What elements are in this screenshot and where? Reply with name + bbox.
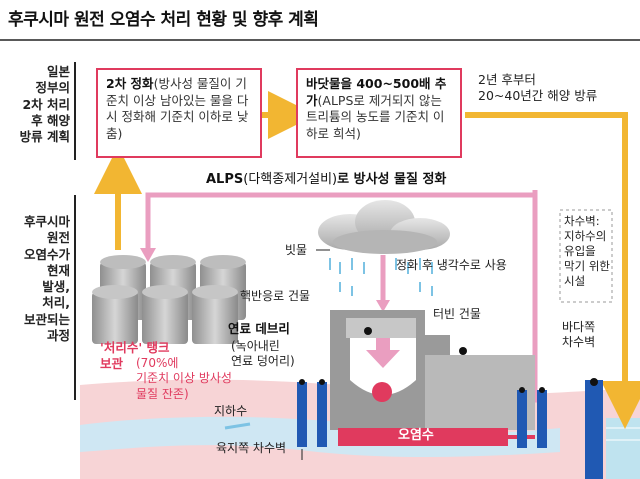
rain-cloud — [318, 200, 450, 254]
cooling-label: 정화 후 냉각수로 사용 — [396, 258, 507, 272]
dilution-text: (ALPS로 제거되지 않는 트리튬의 농도를 기준치 이하로 희석) — [306, 92, 445, 141]
land-wall-3 — [517, 390, 527, 448]
fuel-debris-label: 연료 데브리 — [228, 321, 290, 336]
reactor-roof — [346, 318, 416, 338]
land-wall-4 — [537, 390, 547, 448]
alps-arrowhead-down — [140, 248, 156, 262]
rain-label: 빗물 — [285, 243, 308, 257]
contaminated-water-bar — [338, 428, 508, 446]
land-wall-1 — [297, 382, 307, 447]
turbine-building-label: 터빈 건물 — [433, 307, 481, 321]
land-wall-2 — [317, 382, 327, 447]
land-wall-label: 육지쪽 차수벽 — [216, 441, 287, 455]
rain — [329, 258, 433, 296]
plan-section-label: 일본 정부의 2차 처리 후 해양 방류 계획 — [19, 64, 70, 144]
vessel-inflow-arrow — [366, 338, 400, 368]
sea-wall-note: 차수벽: 지하수의 유입을 막기 위한 시설 — [564, 214, 610, 288]
cooling-arrowhead — [376, 300, 390, 312]
release-note: 2년 후부터 20~40년간 해양 방류 — [478, 72, 598, 103]
alps-label: ALPS(다핵종제거설비)로 방사성 물질 정화 — [206, 172, 446, 189]
groundwater-flow — [224, 422, 251, 430]
second-treatment-head: 2차 정화 — [106, 76, 154, 91]
reactor-pointer-dot — [364, 327, 372, 335]
tank-sub: (70%에 기준치 이상 방사성 물질 잔존) — [136, 356, 232, 401]
sea-wall — [585, 380, 603, 479]
second-treatment-box: 2차 정화(방사성 물질이 기준치 이상 남아있는 물을 다시 정화해 기준치 … — [96, 68, 262, 158]
reactor-building-label: 핵반응로 건물 — [240, 289, 311, 303]
alps-tail: 로 방사성 물질 정화 — [337, 172, 447, 187]
page-title: 후쿠시마 원전 오염수 처리 현황 및 향후 계획 — [8, 10, 319, 30]
fuel-debris-dot — [372, 382, 392, 402]
dilution-head: 바닷물을 400~500배 추가 — [306, 76, 447, 108]
sea — [606, 418, 640, 479]
groundwater-label: 지하수 — [214, 404, 248, 418]
contaminated-water-label: 오염수 — [398, 428, 434, 443]
sea-wall-dot — [590, 378, 598, 386]
turbine-pointer-dot — [459, 347, 467, 355]
fuel-debris-sub: (녹아내린 연료 덩어리) — [231, 339, 295, 369]
turbine-building-shape — [425, 355, 535, 430]
flow-arrow-to-sea — [465, 112, 640, 429]
tank-head1: '처리수' 탱크 — [100, 340, 170, 355]
alps-head: ALPS — [206, 172, 244, 187]
second-treatment-text: (방사성 물질이 기준치 이상 남아있는 물을 다시 정화해 기준치 이하로 낮… — [106, 76, 249, 141]
tank-label: '처리수' 탱크 — [100, 340, 170, 356]
sea-wall-label: 바다쪽 차수벽 — [562, 320, 596, 350]
process-section-label: 후쿠시마 원전 오염수가 현재 발생, 처리, 보관되는 과정 — [23, 214, 70, 343]
tank-head2: 보관 — [100, 356, 124, 371]
alps-mid: (다핵종제거설비) — [243, 172, 338, 187]
storage-tanks — [92, 255, 246, 344]
dilution-box: 바닷물을 400~500배 추가(ALPS로 제거되지 않는 트리튬의 농도를 … — [296, 68, 462, 158]
sea-wall-note-box — [559, 209, 613, 303]
alps-loop-top — [145, 192, 535, 255]
